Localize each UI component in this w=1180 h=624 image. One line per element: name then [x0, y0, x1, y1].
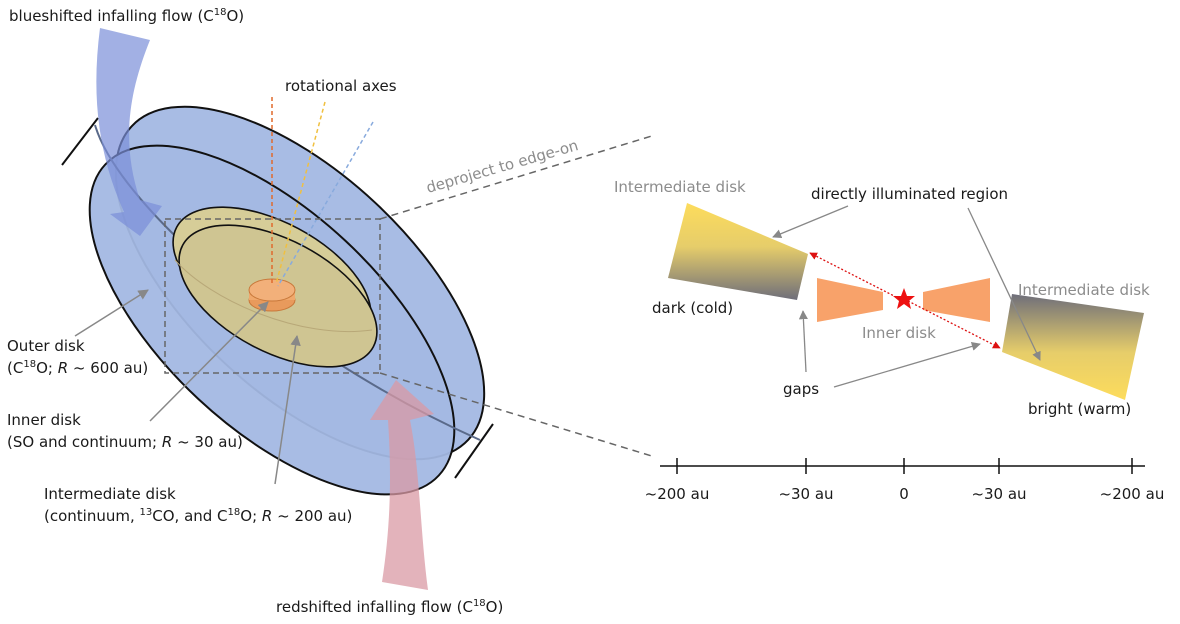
scale-tick-label: ~200 au [645, 485, 710, 503]
illumination-ray-right [907, 300, 1001, 349]
rotational-axes [271, 97, 374, 287]
bright-warm-label: bright (warm) [1028, 400, 1131, 418]
inner-disk-label: Inner disk (SO and continuum; R ~ 30 au) [7, 411, 243, 451]
dark-cold-label: dark (cold) [652, 299, 733, 317]
deproject-label: deproject to edge-on [424, 136, 580, 197]
intermediate-disk-pointer [274, 334, 301, 485]
inner-disk-edge-label: Inner disk [862, 324, 936, 342]
svg-text:Outer disk: Outer disk [7, 337, 85, 355]
intermediate-disk-left-wedge [668, 203, 808, 300]
redshifted-flow-label: redshifted infalling flow (C18O) [276, 598, 503, 616]
svg-text:(C18O; R ~ 600 au): (C18O; R ~ 600 au) [7, 359, 148, 377]
illuminated-pointer-left [772, 205, 849, 239]
zoom-box [164, 134, 656, 458]
svg-text:Intermediate disk: Intermediate disk [44, 485, 176, 503]
blueshifted-flow-label: blueshifted infalling flow (C18O) [9, 7, 244, 25]
rotational-axes-label: rotational axes [285, 77, 397, 95]
intermediate-disk-right-label: Intermediate disk [1018, 281, 1150, 299]
gaps-label: gaps [783, 380, 819, 398]
svg-text:(SO and continuum; R ~ 30 au): (SO and continuum; R ~ 30 au) [7, 433, 243, 451]
illuminated-pointer-right [967, 207, 1041, 361]
scale-axis: ~200 au ~30 au 0 ~30 au ~200 au [645, 458, 1165, 503]
outer-disk-pointer [74, 289, 149, 337]
gaps-pointer-left [798, 310, 808, 373]
scale-tick-label: ~30 au [971, 485, 1026, 503]
intermediate-disk-right-wedge [1002, 294, 1144, 400]
intermediate-disk-label: Intermediate disk (continuum, 13CO, and … [44, 485, 352, 525]
scale-tick-label: ~30 au [778, 485, 833, 503]
outer-disk-label: Outer disk (C18O; R ~ 600 au) [7, 337, 148, 377]
inner-disk-right-wedge [923, 278, 990, 322]
scale-tick-label: ~200 au [1100, 485, 1165, 503]
svg-text:Inner disk: Inner disk [7, 411, 81, 429]
redshifted-flow-arrow [370, 380, 434, 590]
scale-tick-label: 0 [899, 485, 909, 503]
edge-on-view [668, 203, 1144, 400]
illumination-ray-left [809, 252, 901, 300]
star-icon [893, 288, 915, 309]
illuminated-region-label: directly illuminated region [811, 185, 1008, 203]
blueshifted-flow-arrow [96, 28, 162, 236]
intermediate-disk-left-label: Intermediate disk [614, 178, 746, 196]
inner-disk [248, 278, 296, 312]
svg-text:(continuum, 13CO, and C18O; R: (continuum, 13CO, and C18O; R ~ 200 au) [44, 507, 352, 525]
inner-disk-left-wedge [817, 278, 883, 322]
gaps-pointer-right [833, 341, 981, 388]
inner-disk-pointer [149, 301, 269, 422]
